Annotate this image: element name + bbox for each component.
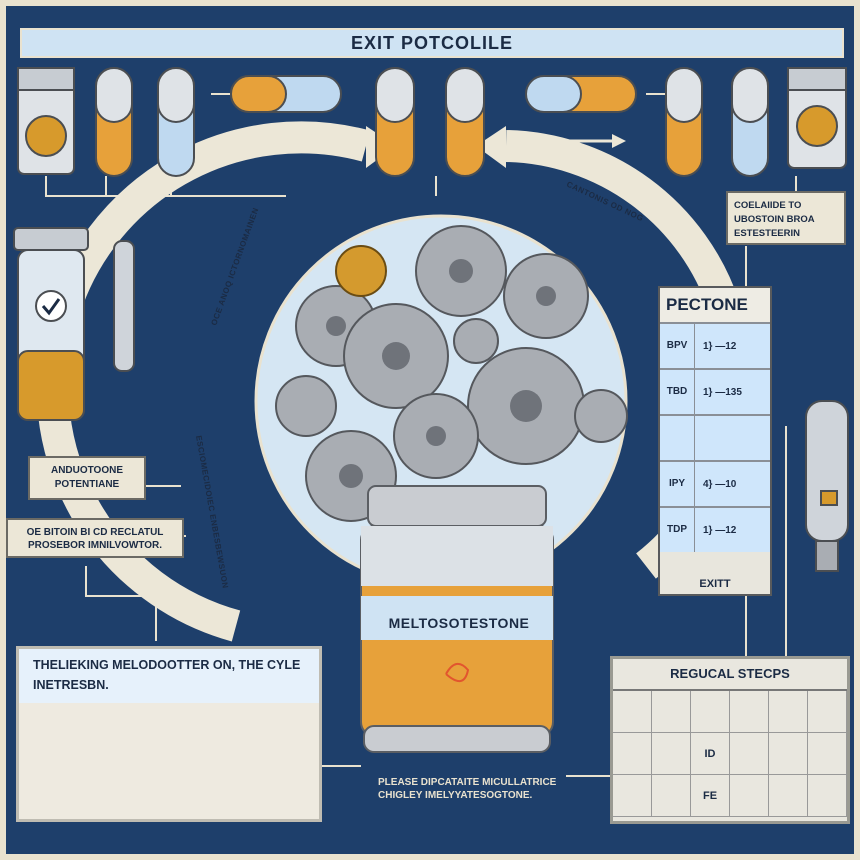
process-row: TBD 1} —135 (660, 368, 770, 414)
chart-title: THELIEKING MELODOOTTER ON, THE CYLE INET… (19, 649, 319, 703)
steps-cell (652, 691, 691, 733)
steps-cell (769, 733, 808, 775)
steps-cell (769, 775, 808, 817)
arc-label-left-lower: ESCIOMECIDOIEC ENBESBEWSUON (194, 435, 230, 590)
steps-cell (808, 775, 847, 817)
steps-cell (613, 775, 652, 817)
process-row: BPV 1} —12 (660, 322, 770, 368)
steps-cell (730, 691, 769, 733)
connector-top-left (45, 176, 286, 197)
arrow-head-right (476, 126, 506, 168)
steps-cell (730, 775, 769, 817)
process-panel-footer: EXITT (699, 578, 731, 590)
steps-cell (769, 691, 808, 733)
steps-cell (691, 691, 730, 733)
left-label-potential: ANDUOTOONE POTENTIANE (28, 456, 146, 500)
syringe-right (805, 400, 849, 572)
steps-cell (652, 775, 691, 817)
right-label-conversion: COELAIIDE TO UBOSTOIN BROA ESTESTEERIN (726, 191, 846, 245)
steps-cell (652, 733, 691, 775)
process-row-value: 1} —135 (703, 386, 742, 398)
steps-cell (730, 733, 769, 775)
steps-cell (613, 733, 652, 775)
left-label-process: OE BITOIN BI CD RECLATUL PROSEBOR IMNILV… (6, 518, 184, 558)
jar-label: MELTOSOTESTONE (388, 615, 530, 631)
arc-label-left: OCE ANOQ ICTORNOMAINEN (209, 206, 260, 326)
process-row-key (660, 416, 695, 460)
connector-to-chart (85, 566, 157, 641)
process-row-value: 1} —12 (703, 340, 737, 352)
process-row: IPY 4} —10 (660, 460, 770, 506)
process-row-key: TBD (660, 370, 695, 414)
process-panel-title: PECTONE (660, 288, 770, 322)
process-row-value: 4} —10 (703, 478, 737, 490)
process-row-key: TDP (660, 508, 695, 552)
notice-text: PLEASE DIPCATAITE MICULLATRICE CHIGLEY I… (378, 777, 557, 801)
vial-left (13, 227, 135, 421)
steps-cell (808, 691, 847, 733)
process-row-key: BPV (660, 324, 695, 368)
diagram-title: EXIT POTCOLILE (20, 28, 844, 58)
process-row (660, 414, 770, 460)
gear-hubs (326, 259, 556, 488)
steps-cell (808, 733, 847, 775)
process-row-value: 1} —12 (703, 524, 737, 536)
steps-cell (613, 691, 652, 733)
process-row: TDP 1} —12 (660, 506, 770, 552)
steps-cell: FE (691, 775, 730, 817)
steps-cell: ID (691, 733, 730, 775)
jar (360, 485, 554, 753)
chart-panel: THELIEKING MELODOOTTER ON, THE CYLE INET… (16, 646, 322, 822)
process-row-key: IPY (660, 462, 695, 506)
process-panel: PECTONE BPV 1} —12 TBD 1} —135 IPY 4} —10 T… (658, 286, 772, 596)
capsules (17, 67, 847, 177)
steps-panel-title: REGUCAL STECPS (670, 666, 790, 681)
